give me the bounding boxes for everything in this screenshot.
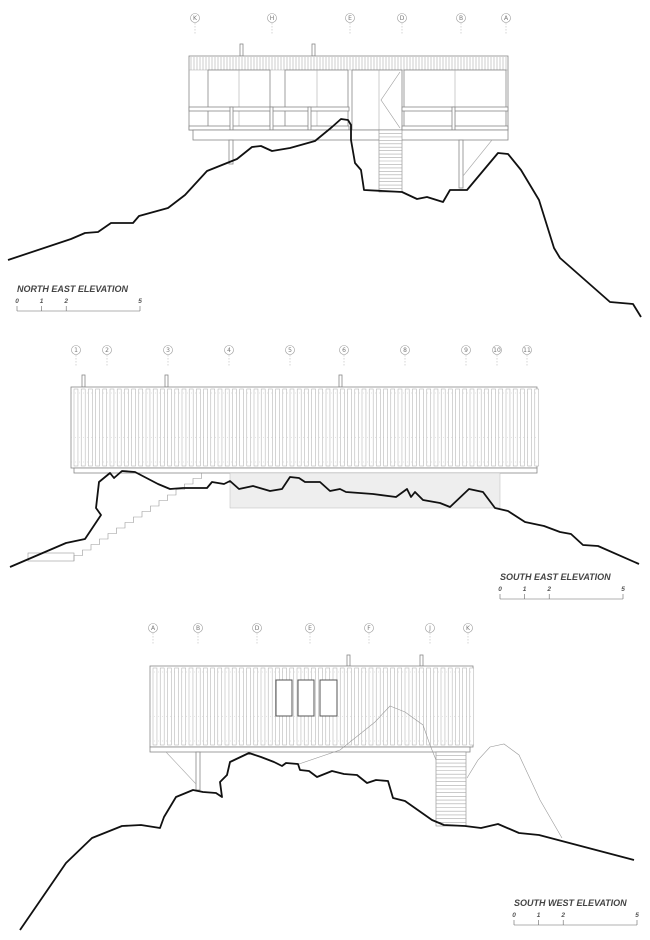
grid-label: 6	[342, 347, 346, 354]
grid-label: K	[466, 625, 471, 632]
elevation-title: NORTH EAST ELEVATION	[17, 284, 129, 294]
scale-bar: 0 1 2 5	[15, 298, 142, 312]
grid-label: 11	[523, 347, 531, 354]
grid-marker: 11	[522, 345, 532, 366]
scale-label: 2	[546, 586, 551, 593]
scale-label: 5	[138, 298, 142, 305]
south-east-elevation: 1 2 3 4 5 6 8 9 10 11 SOUTH EAST ELEVATION 0 1 2 5	[9, 345, 640, 600]
scale-bar: 0 1 2 5	[512, 912, 639, 926]
scale-label: 0	[498, 586, 502, 593]
grid-label: D	[400, 15, 405, 22]
grid-marker: 3	[163, 345, 173, 366]
south-west-elevation: A B D E F J K SOUTH WEST ELEVATION 0 1 2 5	[19, 623, 639, 931]
grid-marker: K	[463, 623, 473, 644]
grid-label: 9	[464, 347, 468, 354]
north-east-elevation: K H E D B A NORTH EAST ELEVATION 0 1 2 5	[7, 13, 642, 318]
grid-marker: 4	[224, 345, 234, 366]
grid-marker: 10	[492, 345, 502, 366]
terrain-profile	[7, 118, 642, 318]
grid-label: 3	[166, 347, 170, 354]
grid-label: K	[193, 15, 198, 22]
terrain-profile	[19, 752, 635, 931]
window	[297, 679, 315, 717]
grid-markers: 1 2 3 4 5 6 8 9 10 11	[71, 345, 532, 366]
grid-marker: 1	[71, 345, 81, 366]
grid-label: A	[151, 625, 156, 632]
grid-label: H	[270, 15, 275, 22]
scale-label: 0	[15, 298, 19, 305]
grid-label: F	[367, 625, 371, 632]
grid-label: B	[196, 625, 200, 632]
scale-bar: 0 1 2 5	[498, 586, 625, 600]
grid-marker: E	[305, 623, 315, 644]
building	[27, 374, 540, 562]
grid-label: J	[428, 625, 431, 632]
grid-label: 10	[493, 347, 501, 354]
grid-marker: J	[425, 623, 435, 644]
grid-label: E	[348, 15, 352, 22]
grid-marker: 6	[339, 345, 349, 366]
scale-label: 5	[621, 586, 625, 593]
grid-label: A	[504, 15, 509, 22]
grid-marker: F	[364, 623, 374, 644]
grid-label: 8	[403, 347, 407, 354]
elevation-title: SOUTH WEST ELEVATION	[514, 898, 627, 908]
elevation-title: SOUTH EAST ELEVATION	[500, 572, 611, 582]
grid-label: E	[308, 625, 312, 632]
window	[319, 679, 338, 717]
grid-marker: 9	[461, 345, 471, 366]
grid-marker: D	[252, 623, 262, 644]
scale-label: 2	[560, 912, 565, 919]
grid-marker: B	[456, 13, 466, 34]
grid-marker: 2	[102, 345, 112, 366]
building	[188, 43, 509, 193]
grid-label: 5	[288, 347, 292, 354]
scale-label: 2	[63, 298, 68, 305]
terrain-profile	[9, 470, 640, 568]
window	[275, 679, 293, 717]
grid-label: 1	[74, 347, 78, 354]
scale-label: 1	[40, 298, 44, 305]
scale-label: 1	[523, 586, 527, 593]
grid-marker: A	[148, 623, 158, 644]
scale-label: 1	[537, 912, 541, 919]
grid-marker: E	[345, 13, 355, 34]
grid-label: 4	[227, 347, 231, 354]
scale-label: 0	[512, 912, 516, 919]
grid-label: D	[255, 625, 260, 632]
grid-marker: A	[501, 13, 511, 34]
grid-label: 2	[105, 347, 109, 354]
grid-marker: B	[193, 623, 203, 644]
grid-marker: H	[267, 13, 277, 34]
grid-marker: K	[190, 13, 200, 34]
scale-label: 5	[635, 912, 639, 919]
grid-label: B	[459, 15, 463, 22]
grid-marker: D	[397, 13, 407, 34]
grid-marker: 5	[285, 345, 295, 366]
building	[149, 654, 563, 839]
grid-marker: 8	[400, 345, 410, 366]
